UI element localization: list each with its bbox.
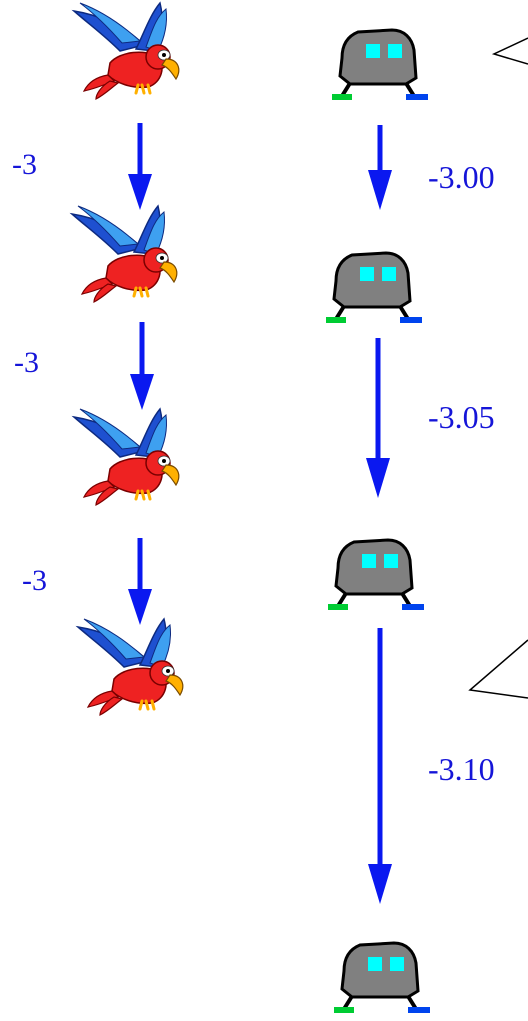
robot-step-label: -3.00 xyxy=(428,159,495,195)
parrot-step-label: -3 xyxy=(12,148,37,181)
parrot-step-arrow xyxy=(128,123,152,210)
robot-step-arrow xyxy=(366,338,390,498)
robot-step-arrow xyxy=(368,628,392,904)
parrot-icon xyxy=(70,204,179,304)
robot-icon xyxy=(324,251,424,325)
parrot-icon xyxy=(72,1,181,101)
parrot-icon xyxy=(76,617,185,717)
parrot-step-arrow xyxy=(128,538,152,625)
angle-mark xyxy=(491,37,528,65)
parrot-step-arrow xyxy=(130,322,154,410)
parrot-step-label: -3 xyxy=(22,564,47,597)
robot-step-label: -3.05 xyxy=(428,399,495,435)
robot-icon xyxy=(326,538,426,612)
parrot-icon xyxy=(72,407,181,507)
parrot-step-label: -3 xyxy=(14,346,39,379)
robot-icon xyxy=(332,941,432,1015)
robot-icon xyxy=(330,28,430,102)
angle-mark xyxy=(468,639,528,699)
robot-step-arrow xyxy=(368,125,392,210)
robot-step-label: -3.10 xyxy=(428,751,495,787)
